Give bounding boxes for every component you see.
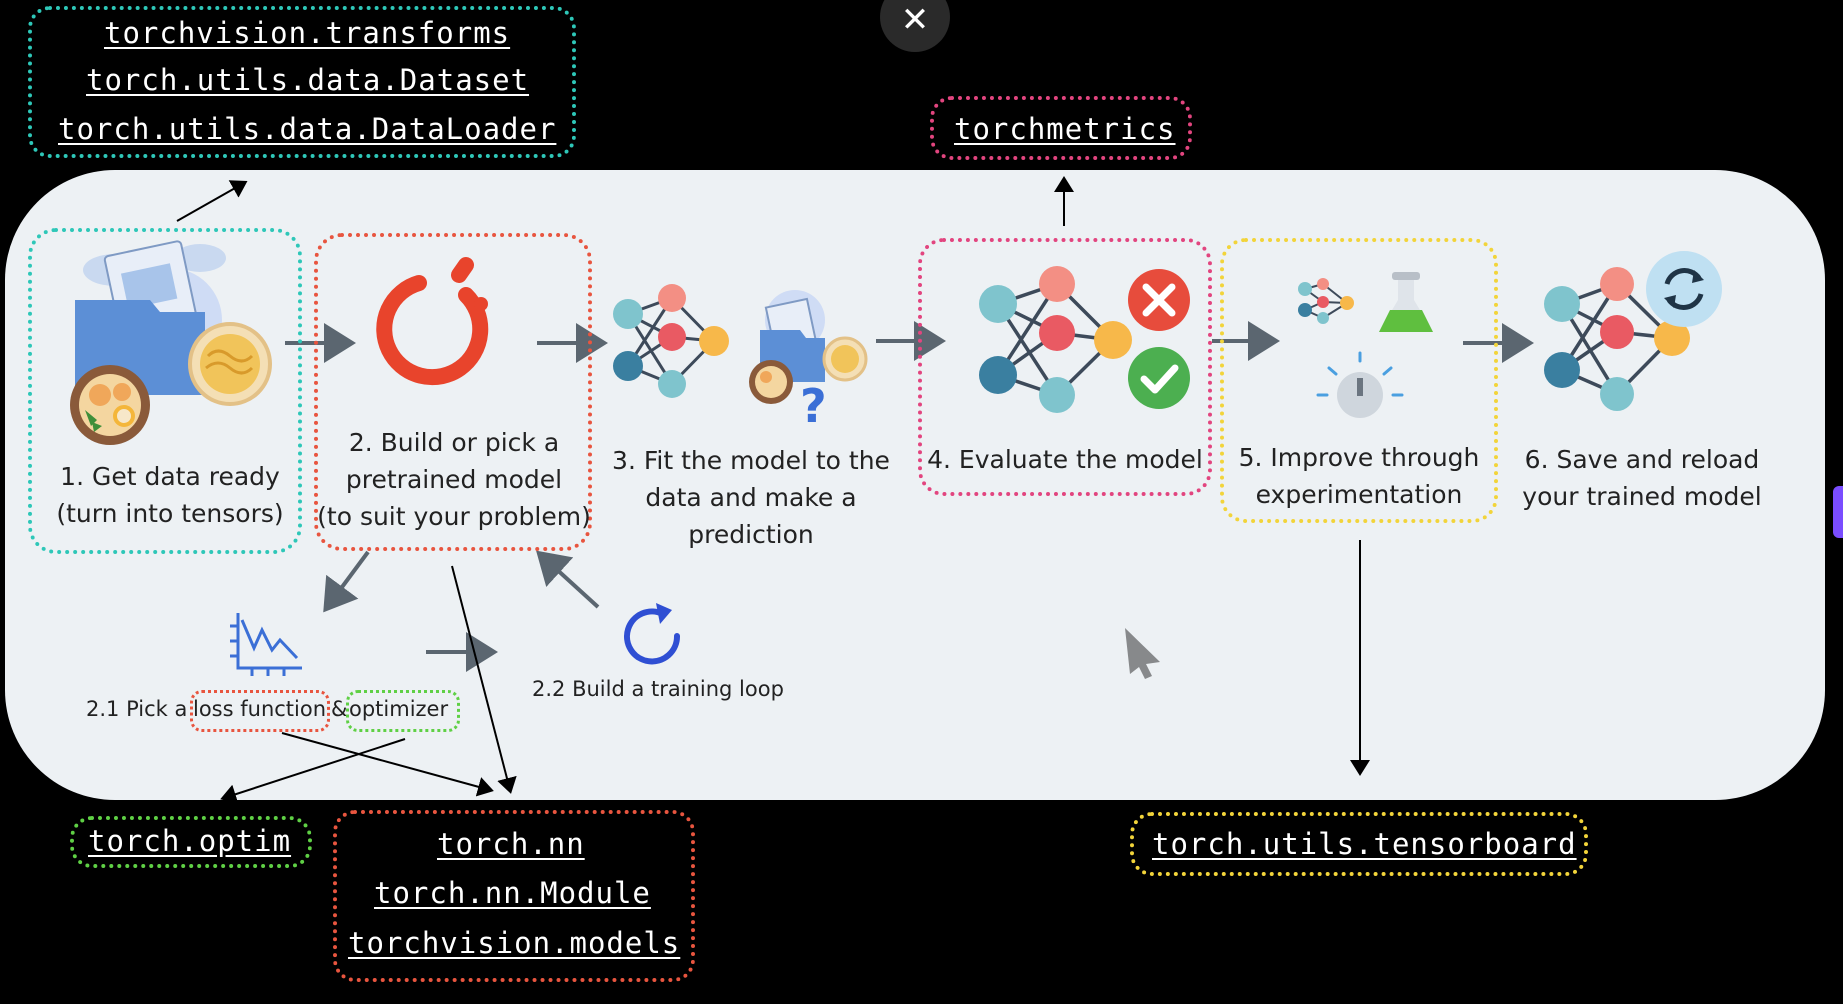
step-2-line-2: pretrained model: [345, 465, 563, 494]
close-icon: ✕: [900, 0, 930, 40]
step-2-line-1: 2. Build or pick a: [348, 428, 560, 457]
data-folder-food-icon: [70, 240, 272, 445]
torchvision-models-label[interactable]: torchvision.models: [348, 926, 681, 960]
torch-nn-module-label[interactable]: torch.nn.Module: [374, 876, 651, 910]
step-4-box: [918, 238, 1212, 496]
network-flask-timer-icon: [1298, 272, 1433, 418]
torch-dataloader-label[interactable]: torch.utils.data.DataLoader: [58, 112, 557, 146]
training-loop-label: 2.2 Build a training loop: [532, 677, 784, 701]
pytorch-logo-icon: [376, 257, 489, 386]
step-3-line-1: 3. Fit the model to the: [612, 446, 890, 475]
diagram-panel: [5, 170, 1825, 800]
step-2-line-3: (to suit your problem): [317, 502, 591, 531]
loss-function-label[interactable]: loss function: [193, 697, 327, 721]
torch-tensorboard-label[interactable]: torch.utils.tensorboard: [1152, 827, 1577, 861]
step-1-line-2: (turn into tensors): [56, 499, 284, 528]
torch-optim-label[interactable]: torch.optim: [88, 824, 292, 858]
torch-nn-label[interactable]: torch.nn: [437, 827, 585, 861]
neural-network-icon: [1544, 267, 1690, 411]
step-4-line-1: 4. Evaluate the model: [927, 445, 1203, 474]
step-2-box: [314, 233, 592, 551]
step-3-line-2: data and make a: [645, 483, 857, 512]
step-5-line-2: experimentation: [1255, 480, 1463, 509]
step-6-line-1: 6. Save and reload: [1524, 445, 1760, 474]
svg-text:?: ?: [800, 379, 827, 433]
cross-circle-icon: [1128, 269, 1190, 331]
loss-function-box: [190, 690, 330, 732]
step-3-line-3: prediction: [688, 520, 814, 549]
arrow-2-to-loss: [323, 550, 370, 613]
step-1-box: [28, 228, 302, 554]
neural-network-icon: [979, 266, 1132, 413]
step-3-label: 3. Fit the model to the data and make a …: [606, 442, 896, 553]
arrow-loop-to-2: [536, 550, 600, 609]
optimizer-label[interactable]: optimizer: [349, 697, 449, 721]
step-5-line-1: 5. Improve through: [1238, 443, 1480, 472]
arrow-model-to-nn: [451, 565, 517, 794]
step-6-label: 6. Save and reload your trained model: [1508, 441, 1776, 515]
pick-prefix-label: 2.1 Pick a: [86, 697, 188, 721]
arrow-optimizer-to-optim: [220, 738, 406, 804]
optimizer-box: [346, 690, 460, 732]
torch-optim-box: [70, 816, 312, 868]
loop-arrow-icon: [624, 603, 681, 665]
step-5-label: 5. Improve through experimentation: [1220, 439, 1498, 513]
torch-dataset-label[interactable]: torch.utils.data.Dataset: [86, 63, 530, 97]
arrow-to-data-apis: [176, 180, 248, 222]
neural-network-icon: [613, 284, 729, 398]
step-2-label: 2. Build or pick a pretrained model (to …: [314, 424, 594, 535]
data-apis-box: [28, 6, 576, 158]
step-5-box: [1220, 238, 1498, 523]
step-1-label: 1. Get data ready (turn into tensors): [40, 458, 300, 532]
torchmetrics-box: [930, 96, 1192, 160]
step-1-line-1: 1. Get data ready: [60, 462, 280, 491]
step-6-line-2: your trained model: [1522, 482, 1762, 511]
torchmetrics-label[interactable]: torchmetrics: [954, 112, 1176, 146]
torch-nn-box: [333, 810, 695, 982]
side-tab[interactable]: [1833, 486, 1843, 538]
data-question-icon: ?: [749, 290, 868, 433]
tensorboard-box: [1130, 812, 1588, 876]
step-4-label: 4. Evaluate the model: [918, 441, 1212, 478]
mouse-cursor-icon: [1125, 628, 1160, 679]
check-circle-icon: [1128, 347, 1190, 409]
arrow-loss-to-nn: [281, 732, 494, 797]
loss-chart-icon: [230, 613, 302, 676]
refresh-icon: [1646, 251, 1722, 327]
torchvision-transforms-label[interactable]: torchvision.transforms: [104, 16, 511, 50]
annotation-arrows: [176, 176, 1370, 804]
ampersand-label: &: [331, 697, 348, 721]
